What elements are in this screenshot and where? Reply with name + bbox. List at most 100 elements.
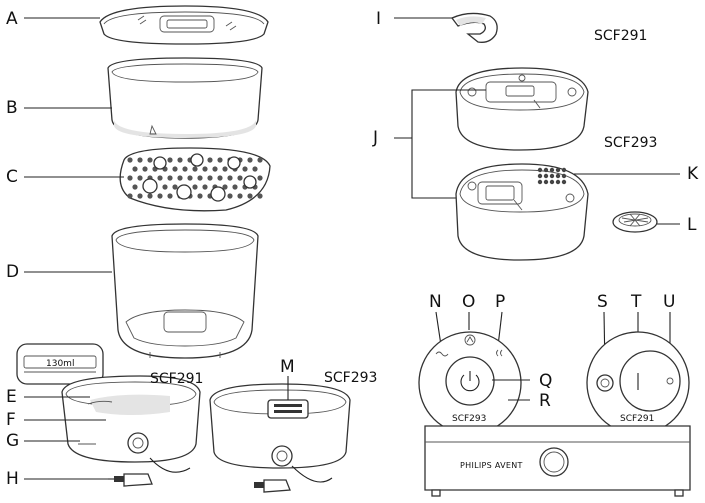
grille-hole <box>555 173 561 179</box>
rack-hole <box>232 184 238 190</box>
rack-hole <box>127 175 133 181</box>
rack-hole <box>257 157 263 163</box>
rack-hole <box>157 175 163 181</box>
model-label-scf293-right: SCF293 <box>604 135 657 151</box>
callout-a: A <box>6 9 18 29</box>
grille-hole <box>537 179 543 185</box>
rack-hole <box>197 175 203 181</box>
appliance-front: PHILIPS AVENT <box>424 425 691 497</box>
rack-hole <box>192 166 198 172</box>
rack-hole <box>252 166 258 172</box>
rack-hole <box>237 193 243 199</box>
rack-hole <box>182 166 188 172</box>
callout-g: G <box>6 431 19 451</box>
grille-hole <box>561 179 567 185</box>
grille-hole <box>555 167 561 173</box>
callout-bracket-j <box>394 89 486 199</box>
scf291-base-unit <box>61 375 201 487</box>
brand-logo-text: PHILIPS AVENT <box>460 461 523 470</box>
lid-part <box>99 5 269 45</box>
callout-e: E <box>6 387 17 407</box>
rack-hole <box>247 157 253 163</box>
rack-hole <box>202 166 208 172</box>
callout-k: K <box>687 164 699 184</box>
power-off-mark <box>666 377 674 385</box>
rack-hole <box>197 193 203 199</box>
rack-hole <box>127 157 133 163</box>
rack-hole <box>132 166 138 172</box>
grille-hole <box>537 173 543 179</box>
grille-hole <box>543 167 549 173</box>
rack-hole <box>127 193 133 199</box>
callout-t: T <box>630 292 642 312</box>
callout-n: N <box>429 292 442 312</box>
rack-hole <box>237 175 243 181</box>
rack-hole <box>217 175 223 181</box>
grille-hole <box>549 173 555 179</box>
water-level-label: 130ml <box>46 359 74 369</box>
callout-d: D <box>6 262 19 282</box>
rack-hole <box>207 175 213 181</box>
callout-r: R <box>539 391 551 411</box>
scf293-underside-unit <box>455 163 589 261</box>
rack-hole <box>147 157 153 163</box>
rack-hole <box>172 166 178 172</box>
callout-p: P <box>495 292 505 312</box>
callout-j: J <box>372 128 378 148</box>
dry-mode-icon <box>496 349 503 357</box>
rack-hole <box>222 184 228 190</box>
rack-hole <box>257 175 263 181</box>
rack-hole <box>177 175 183 181</box>
callout-h: H <box>6 469 19 489</box>
grille-hole <box>543 173 549 179</box>
rack-hole <box>167 193 173 199</box>
rack-hole <box>242 166 248 172</box>
rack-hole <box>137 193 143 199</box>
callout-i: I <box>376 9 381 29</box>
basket-part <box>107 57 263 139</box>
scf293-base-unit <box>209 383 351 493</box>
callout-s: S <box>597 292 608 312</box>
rack-hole <box>137 157 143 163</box>
callout-q: Q <box>539 371 552 391</box>
grille-hole <box>543 179 549 185</box>
callout-f: F <box>6 410 16 430</box>
scf291-dial-label: SCF291 <box>620 414 654 424</box>
grille-hole <box>549 167 555 173</box>
rack-hole <box>187 175 193 181</box>
model-label-scf291-right: SCF291 <box>594 28 647 44</box>
rack-hole <box>137 175 143 181</box>
bottle-rack-part <box>119 147 271 212</box>
rack-hole <box>192 184 198 190</box>
model-label-scf293-bottom: SCF293 <box>324 370 377 386</box>
rack-hole <box>227 175 233 181</box>
sterilize-mode-icon <box>464 334 476 346</box>
rack-hole <box>142 166 148 172</box>
grille-hole <box>561 167 567 173</box>
reservoir-part <box>111 223 259 359</box>
filter-disc-part <box>612 211 658 233</box>
rack-hole <box>202 184 208 190</box>
grille-hole <box>555 179 561 185</box>
cable-clip-part <box>450 12 498 43</box>
scf293-control-dial: SCF293 <box>418 331 522 435</box>
scf293-dial-label: SCF293 <box>452 414 486 424</box>
callout-l: L <box>687 215 697 235</box>
rack-hole <box>132 184 138 190</box>
model-label-scf291-bottom: SCF291 <box>150 371 203 387</box>
callout-m: M <box>280 357 295 377</box>
rack-hole <box>212 166 218 172</box>
callout-o: O <box>462 292 475 312</box>
rack-hole <box>167 157 173 163</box>
rack-hole <box>172 184 178 190</box>
callout-u: U <box>663 292 675 312</box>
power-icon <box>460 371 480 392</box>
rack-hole <box>217 157 223 163</box>
grille-hole <box>549 179 555 185</box>
steam-mode-icon <box>435 351 449 357</box>
rack-hole <box>162 184 168 190</box>
rack-hole <box>167 175 173 181</box>
callout-c: C <box>6 167 18 187</box>
rack-hole <box>247 193 253 199</box>
